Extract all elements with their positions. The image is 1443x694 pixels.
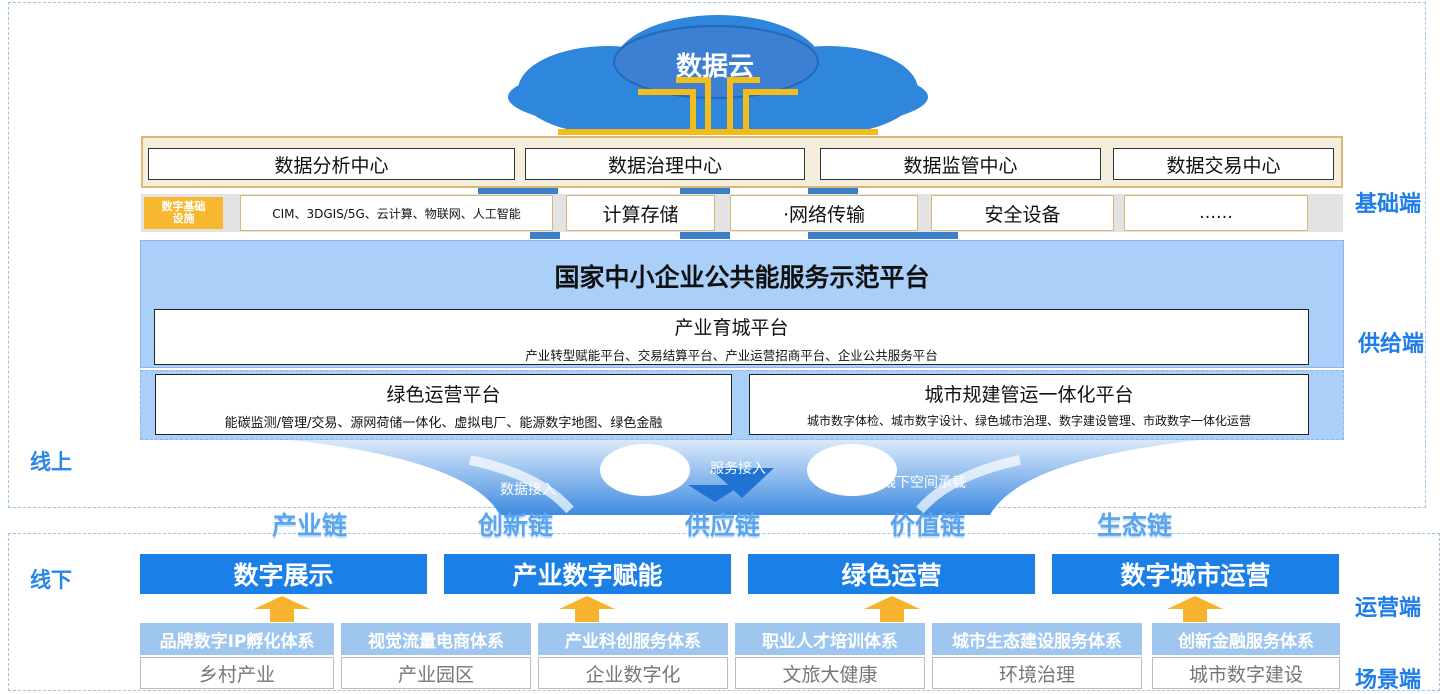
- city-platform-title: 城市规建管运一体化平台: [924, 384, 1134, 406]
- operation-city: 数字城市运营: [1052, 554, 1339, 594]
- green-platform-title: 绿色运营平台: [386, 384, 501, 406]
- data-center-trading: 数据交易中心: [1113, 148, 1334, 180]
- up-arrow-icon: [1167, 596, 1223, 622]
- operation-industry-empower: 产业数字赋能: [444, 554, 731, 594]
- up-arrow-icon: [559, 596, 615, 622]
- chain-innovation: 创新链: [478, 511, 554, 540]
- scene-city-construction: 城市数字建设: [1152, 657, 1340, 689]
- system-talent: 职业人才培训体系: [735, 623, 925, 655]
- infrastructure-item-storage: 计算存储: [566, 195, 715, 231]
- system-brand-ip: 品牌数字IP孵化体系: [140, 623, 334, 655]
- chain-ecology: 生态链: [1097, 511, 1173, 540]
- system-finance: 创新金融服务体系: [1152, 623, 1340, 655]
- flow-service-access: 服务接入: [710, 461, 766, 477]
- infrastructure-item-more: ……: [1124, 195, 1308, 231]
- infrastructure-tag: 数字基础设施: [144, 197, 223, 229]
- connector: [680, 188, 730, 196]
- connector: [808, 188, 858, 196]
- cloud-label: 数据云: [675, 52, 754, 82]
- city-platform-desc: 城市数字体检、城市数字设计、绿色城市治理、数字建设管理、市政数字一体化运营: [806, 414, 1251, 428]
- scene-industrial-park: 产业园区: [341, 657, 531, 689]
- connector: [808, 231, 958, 239]
- platform-title: 国家中小企业公共能服务示范平台: [554, 263, 930, 292]
- chain-supply: 供应链: [685, 511, 761, 540]
- side-label-base: 基础端: [1355, 192, 1422, 217]
- scene-tourism-health: 文旅大健康: [735, 657, 925, 689]
- data-center-supervision: 数据监管中心: [820, 148, 1101, 180]
- industry-platform-box: [154, 309, 1309, 365]
- zone-offline: 线下: [30, 568, 72, 592]
- green-platform-desc: 能碳监测/管理/交易、源网荷储一体化、虚拟电厂、能源数字地图、绿色金融: [224, 416, 663, 431]
- scene-rural: 乡村产业: [140, 657, 334, 689]
- chain-industry: 产业链: [272, 511, 348, 540]
- up-arrow-icon: [864, 596, 920, 622]
- side-label-supply: 供给端: [1358, 332, 1425, 357]
- chain-value: 价值链: [890, 511, 966, 540]
- data-center-analysis: 数据分析中心: [148, 148, 515, 180]
- zone-online: 线上: [30, 450, 72, 474]
- system-tech-service: 产业科创服务体系: [538, 623, 728, 655]
- scene-enterprise: 企业数字化: [538, 657, 728, 689]
- data-center-governance: 数据治理中心: [525, 148, 805, 180]
- side-label-operation: 运营端: [1355, 596, 1422, 621]
- flow-funnel: [290, 440, 1200, 515]
- side-label-scene: 场景端: [1355, 668, 1422, 693]
- infrastructure-item-tech: CIM、3DGIS/5G、云计算、物联网、人工智能: [240, 195, 553, 231]
- data-cloud-icon: [508, 15, 928, 135]
- green-platform-box: [155, 374, 732, 435]
- industry-platform-desc: 产业转型赋能平台、交易结算平台、产业运营招商平台、企业公共服务平台: [525, 348, 938, 363]
- industry-platform-title: 产业育城平台: [674, 317, 789, 339]
- connector: [478, 188, 558, 196]
- connector: [530, 231, 560, 239]
- system-ecommerce: 视觉流量电商体系: [341, 623, 531, 655]
- infrastructure-item-network: ·网络传输: [730, 195, 918, 231]
- connector: [680, 231, 730, 239]
- operation-digital-display: 数字展示: [140, 554, 427, 594]
- offline-region: [8, 533, 1440, 691]
- system-city-ecology: 城市生态建设服务体系: [932, 623, 1142, 655]
- scene-environment: 环境治理: [932, 657, 1142, 689]
- infrastructure-item-security: 安全设备: [931, 195, 1114, 231]
- operation-green: 绿色运营: [748, 554, 1035, 594]
- up-arrow-icon: [254, 596, 310, 622]
- flow-offline-space: 线下空间承载: [882, 475, 966, 491]
- city-platform-box: [749, 374, 1309, 435]
- flow-data-access: 数据接入: [500, 482, 556, 498]
